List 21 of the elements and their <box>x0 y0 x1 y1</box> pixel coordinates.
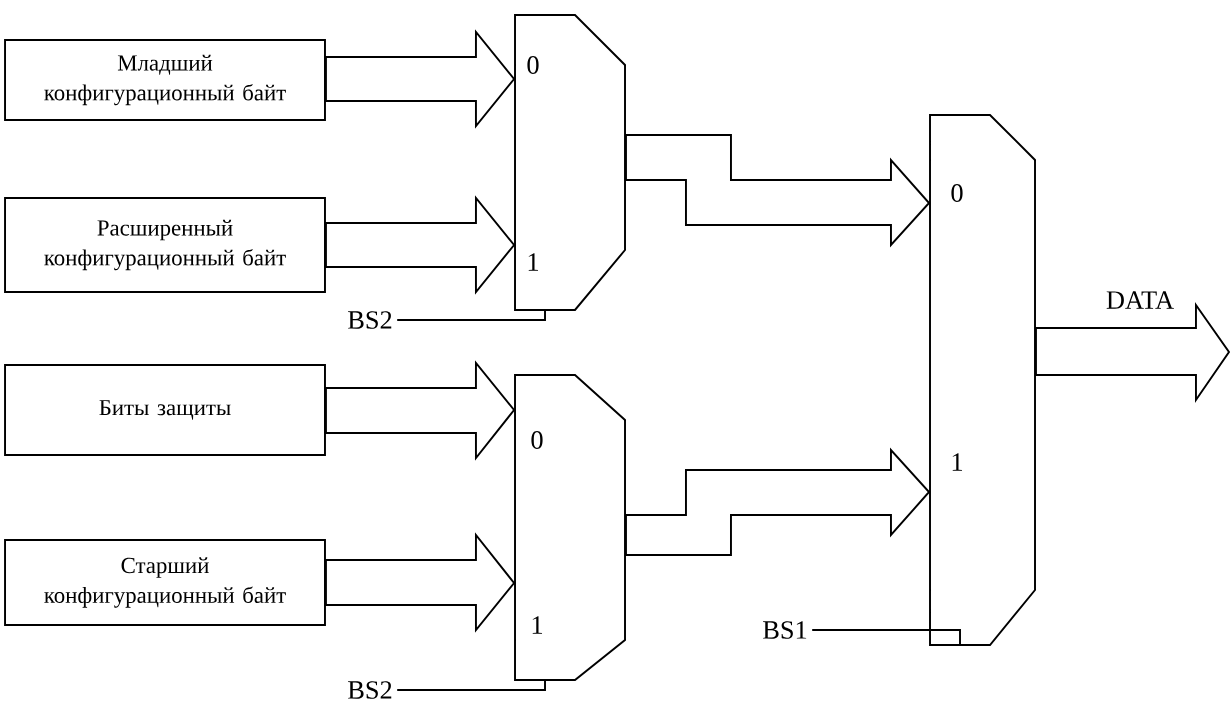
signal-label: BS2 <box>348 681 392 699</box>
signal-line <box>811 629 961 647</box>
signal-label: BS2 <box>348 311 392 329</box>
bus-arrow <box>625 134 931 248</box>
bus-arrow <box>324 360 516 461</box>
bus-arrow <box>324 532 516 633</box>
text-box: Младший конфигурационный байт <box>4 39 326 121</box>
text-box: Биты защиты <box>4 364 326 456</box>
multiplexer: 0 1 <box>514 374 626 681</box>
text-box: Старший конфигурационный байт <box>4 539 326 626</box>
signal-line <box>396 679 546 691</box>
multiplexer: 0 1 <box>514 14 626 311</box>
signal-line <box>396 309 546 321</box>
bus-arrow <box>625 447 931 556</box>
text-box: Расширенный конфигурационный байт <box>4 197 326 293</box>
edge-label: DATA <box>1104 289 1176 311</box>
signal-label: BS1 <box>763 621 807 639</box>
bus-arrow <box>1035 301 1230 404</box>
bus-arrow <box>324 29 516 129</box>
multiplexer: 0 1 <box>929 114 1036 646</box>
bus-arrow <box>324 195 516 295</box>
